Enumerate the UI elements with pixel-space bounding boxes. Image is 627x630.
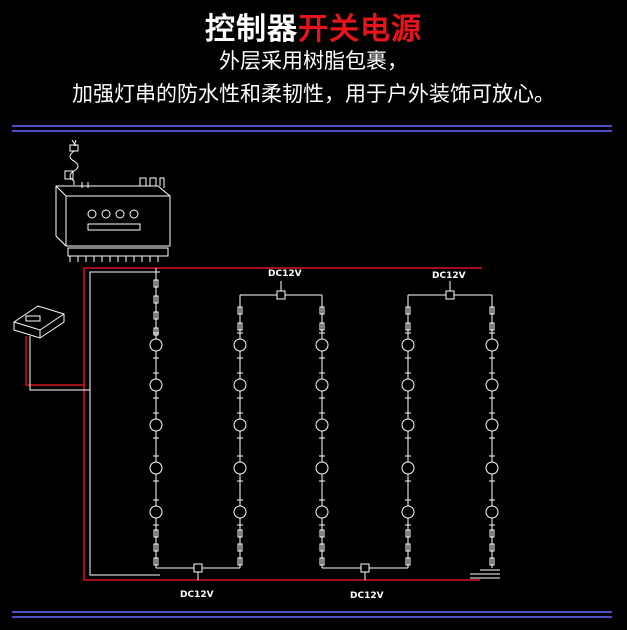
bulb-icon	[485, 418, 499, 432]
string-connector	[405, 322, 411, 331]
bulb-icon	[485, 338, 499, 352]
string-connector	[489, 322, 495, 331]
string-connector	[319, 322, 325, 331]
label-bottom-left: DC12V	[180, 590, 214, 600]
string-connector	[153, 543, 159, 552]
bulb-icon	[149, 378, 163, 392]
bulb-icon	[149, 418, 163, 432]
bulb-icon	[485, 461, 499, 475]
string-connector	[153, 557, 159, 566]
bulb-icon	[485, 378, 499, 392]
string-connector	[405, 306, 411, 315]
bulb-icon	[401, 461, 415, 475]
string-connector	[153, 295, 159, 304]
string-connector	[405, 529, 411, 538]
bulb-icon	[485, 505, 499, 519]
string-connector	[445, 290, 455, 300]
string-connector	[237, 306, 243, 315]
string-connector	[360, 563, 370, 573]
string-connector	[153, 279, 159, 288]
title-white: 控制器	[205, 12, 298, 47]
bottom-rule	[12, 611, 612, 618]
bulb-icon	[149, 338, 163, 352]
bulb-icon	[233, 378, 247, 392]
subtitle-line-2: 加强灯串的防水性和柔韧性，用于户外装饰可放心。	[72, 82, 555, 106]
string-connector	[237, 529, 243, 538]
string-connector	[489, 543, 495, 552]
string-connector	[405, 543, 411, 552]
string-connector	[237, 322, 243, 331]
bulb-icon	[233, 461, 247, 475]
bulb-icon	[401, 338, 415, 352]
light-strings	[149, 268, 499, 580]
title-red: 开关电源	[298, 12, 422, 47]
red-wires	[25, 267, 482, 581]
bulb-icon	[401, 505, 415, 519]
subtitle-line-1: 外层采用树脂包裹，	[219, 49, 408, 73]
bulb-icon	[401, 418, 415, 432]
string-connector	[193, 563, 203, 573]
string-connector	[489, 529, 495, 538]
bulb-icon	[315, 378, 329, 392]
string-connector	[153, 327, 159, 336]
bulb-icon	[149, 505, 163, 519]
label-top-right: DC12V	[432, 271, 466, 281]
string-connector	[237, 543, 243, 552]
bulb-icon	[233, 338, 247, 352]
string-connector	[237, 557, 243, 566]
bulb-icon	[149, 461, 163, 475]
controller-icon	[55, 177, 171, 262]
bulb-icon	[315, 338, 329, 352]
string-connector	[319, 557, 325, 566]
bulb-icon	[315, 461, 329, 475]
top-rule	[12, 125, 612, 132]
string-connector	[489, 306, 495, 315]
bulb-icon	[233, 505, 247, 519]
white-wire	[29, 271, 500, 579]
bulb-icon	[401, 378, 415, 392]
label-top-left: DC12V	[268, 269, 302, 279]
string-connector	[319, 543, 325, 552]
page-title: 控制器开关电源	[0, 4, 627, 48]
power-plug-icon	[64, 139, 79, 185]
label-bottom-right: DC12V	[350, 591, 384, 601]
string-connector	[153, 529, 159, 538]
string-connector	[153, 311, 159, 320]
string-connector	[276, 290, 286, 300]
power-supply-icon	[13, 305, 65, 339]
bulb-icon	[315, 505, 329, 519]
string-connector	[319, 306, 325, 315]
string-connector	[405, 557, 411, 566]
bulb-icon	[233, 418, 247, 432]
bulb-icon	[315, 418, 329, 432]
string-connector	[319, 529, 325, 538]
string-connector	[489, 557, 495, 566]
